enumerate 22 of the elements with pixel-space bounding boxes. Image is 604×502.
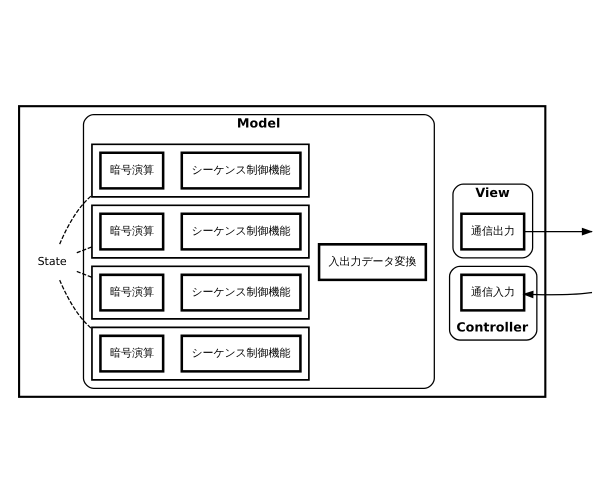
cluster (91, 204, 310, 258)
cluster (91, 142, 310, 198)
node-box: シーケンス制御機能 (180, 334, 302, 372)
connector (59, 279, 92, 329)
cluster (18, 104, 546, 398)
node-box: シーケンス制御機能 (180, 273, 302, 312)
node-box: 暗号演算 (99, 273, 164, 312)
node-box: 暗号演算 (99, 212, 164, 250)
arrow (522, 290, 592, 298)
node-box: シーケンス制御機能 (180, 212, 302, 250)
node-box: 暗号演算 (99, 334, 164, 372)
connector (76, 270, 92, 278)
node-box: シーケンス制御機能 (180, 151, 302, 190)
node-text: State (38, 254, 67, 268)
node-box: 通信入力 (460, 273, 526, 312)
cluster (91, 264, 310, 320)
cluster (91, 326, 310, 380)
node-box: 入出力データ変換 (318, 242, 428, 281)
connector (76, 246, 92, 253)
node-box: 暗号演算 (99, 151, 164, 190)
node-box: 通信出力 (460, 212, 526, 250)
connector (59, 194, 92, 244)
